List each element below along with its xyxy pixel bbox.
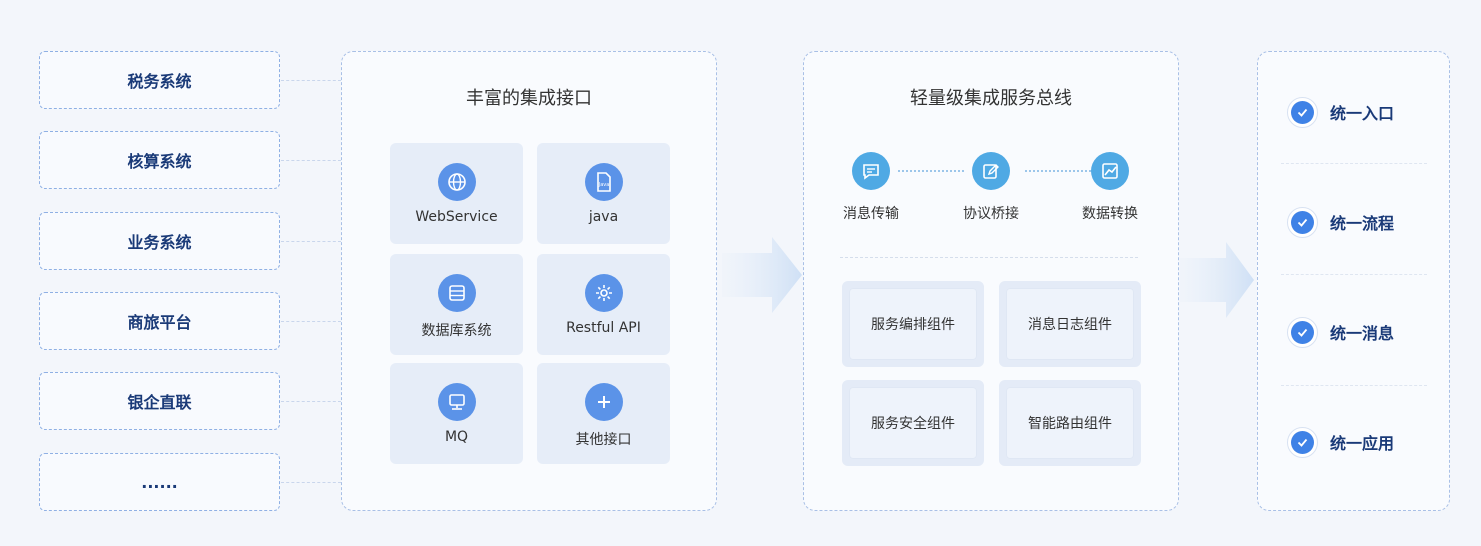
- unified-item: 统一流程: [1287, 206, 1394, 238]
- dotted-connector: [898, 170, 964, 172]
- esb-title: 轻量级集成服务总线: [910, 88, 1072, 109]
- dotted-connector: [1025, 170, 1091, 172]
- interface-tile-restful: Restful API: [537, 254, 670, 355]
- divider: [1281, 163, 1427, 164]
- divider: [840, 257, 1138, 258]
- message-icon: [852, 152, 890, 190]
- feature-message: 消息传输: [826, 152, 916, 223]
- feature-label: 数据转换: [1082, 206, 1138, 222]
- interface-label: 其他接口: [575, 432, 632, 448]
- component-routing: 智能路由组件: [999, 380, 1141, 466]
- unified-item: 统一消息: [1287, 316, 1394, 348]
- svg-text:Java: Java: [597, 182, 609, 188]
- interface-tile-java: Java java: [537, 143, 670, 244]
- unified-label: 统一应用: [1330, 434, 1395, 453]
- system-item: ......: [39, 453, 280, 511]
- interface-label: java: [588, 209, 619, 225]
- unified-item: 统一入口: [1287, 96, 1394, 128]
- connector-line: [281, 80, 341, 81]
- system-label: 税务系统: [127, 72, 192, 91]
- interface-label: Restful API: [566, 320, 641, 336]
- connector-line: [281, 241, 341, 242]
- unified-item: 统一应用: [1287, 426, 1394, 458]
- interface-tile-webservice: WebService: [390, 143, 523, 244]
- system-label: 核算系统: [127, 152, 192, 171]
- check-circle-icon: [1287, 316, 1318, 348]
- system-item: 银企直联: [39, 372, 280, 430]
- monitor-icon: [437, 383, 476, 421]
- interface-tile-database: 数据库系统: [390, 254, 523, 355]
- database-icon: [437, 274, 476, 312]
- feature-label: 协议桥接: [963, 206, 1019, 222]
- check-circle-icon: [1287, 426, 1318, 458]
- interfaces-title: 丰富的集成接口: [466, 88, 592, 109]
- feature-protocol: 协议桥接: [946, 152, 1036, 223]
- system-item: 商旅平台: [39, 292, 280, 350]
- component-message-log: 消息日志组件: [999, 281, 1141, 367]
- chart-icon: [1091, 152, 1129, 190]
- connector-line: [281, 321, 341, 322]
- connector-line: [281, 482, 341, 483]
- component-label: 智能路由组件: [1006, 387, 1134, 459]
- component-security: 服务安全组件: [842, 380, 984, 466]
- interface-label: MQ: [444, 429, 469, 445]
- divider: [1281, 385, 1427, 386]
- interface-label: 数据库系统: [421, 323, 492, 339]
- api-gear-icon: [584, 274, 623, 312]
- system-label: ......: [141, 472, 178, 492]
- check-circle-icon: [1287, 206, 1318, 238]
- component-label: 消息日志组件: [1006, 288, 1134, 360]
- check-circle-icon: [1287, 96, 1318, 128]
- system-item: 业务系统: [39, 212, 280, 270]
- unified-label: 统一入口: [1330, 104, 1395, 123]
- system-label: 商旅平台: [127, 313, 192, 332]
- flow-arrow-icon: [722, 237, 802, 313]
- feature-data: 数据转换: [1065, 152, 1155, 223]
- interface-tile-other: 其他接口: [537, 363, 670, 464]
- system-item: 税务系统: [39, 51, 280, 109]
- unified-label: 统一流程: [1330, 214, 1395, 233]
- system-label: 业务系统: [127, 233, 192, 252]
- connector-line: [281, 401, 341, 402]
- edit-icon: [972, 152, 1010, 190]
- plus-icon: [584, 383, 623, 421]
- connector-line: [281, 160, 341, 161]
- interface-label: WebService: [415, 209, 498, 225]
- system-label: 银企直联: [127, 393, 192, 412]
- feature-label: 消息传输: [843, 206, 899, 222]
- component-label: 服务安全组件: [849, 387, 977, 459]
- java-file-icon: Java: [584, 163, 623, 201]
- unified-label: 统一消息: [1330, 324, 1395, 343]
- component-label: 服务编排组件: [849, 288, 977, 360]
- component-orchestration: 服务编排组件: [842, 281, 984, 367]
- globe-icon: [437, 163, 476, 201]
- flow-arrow-icon: [1180, 242, 1254, 318]
- system-item: 核算系统: [39, 131, 280, 189]
- divider: [1281, 274, 1427, 275]
- interface-tile-mq: MQ: [390, 363, 523, 464]
